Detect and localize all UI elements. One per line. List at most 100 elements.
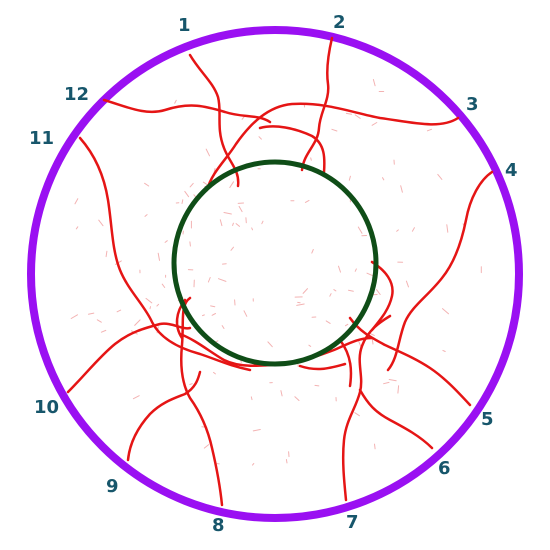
- speckle: [235, 223, 240, 227]
- speckle: [161, 283, 166, 288]
- marker-label-1: 1: [178, 15, 191, 36]
- speckle: [189, 241, 191, 247]
- marker-label-11: 11: [29, 128, 54, 149]
- speckle: [213, 371, 216, 375]
- speckle: [311, 249, 314, 254]
- speckle: [184, 190, 190, 198]
- speckle: [205, 148, 210, 157]
- speckle: [70, 314, 78, 319]
- marker-label-2: 2: [333, 12, 346, 33]
- speckle: [374, 443, 376, 450]
- speckle: [193, 194, 196, 198]
- speckle: [371, 339, 374, 345]
- speckle: [149, 306, 151, 310]
- speckle: [207, 277, 211, 283]
- speckle: [261, 220, 264, 225]
- speckle: [202, 314, 205, 317]
- speckle: [100, 329, 107, 333]
- speckle: [215, 340, 219, 343]
- speckle: [442, 308, 449, 315]
- speckle: [230, 246, 234, 251]
- speckle: [383, 381, 390, 385]
- speckle: [382, 177, 385, 181]
- speckle: [400, 185, 403, 193]
- speckle: [426, 128, 432, 132]
- speckle: [250, 396, 253, 401]
- vessel-arc-upper: [258, 125, 326, 174]
- speckle: [411, 227, 415, 232]
- vessel-from-9: [126, 370, 202, 462]
- speckle: [134, 319, 141, 326]
- vessel-from-1: [188, 53, 240, 188]
- speckle: [132, 395, 140, 400]
- speckle: [348, 289, 354, 292]
- speckle: [98, 219, 104, 227]
- speckle: [145, 297, 153, 304]
- vessel-from-5: [348, 316, 472, 407]
- speckle: [203, 444, 210, 449]
- speckle: [325, 320, 331, 324]
- speckle: [446, 224, 449, 233]
- speckle: [302, 288, 308, 294]
- speckle: [189, 182, 194, 188]
- speckle: [156, 303, 160, 307]
- outer-ring: [27, 26, 523, 522]
- faint-speckles: [70, 79, 482, 466]
- speckle: [267, 341, 273, 348]
- speckle: [243, 310, 248, 317]
- speckle: [354, 114, 361, 119]
- speckle: [314, 384, 320, 387]
- speckle: [397, 385, 400, 394]
- speckle: [241, 116, 245, 120]
- vessel-from-10: [66, 322, 192, 394]
- speckle: [218, 278, 227, 282]
- speckle: [105, 250, 108, 258]
- speckle: [304, 199, 310, 203]
- speckle: [157, 252, 160, 261]
- speckle: [210, 305, 216, 308]
- speckle: [189, 383, 193, 385]
- speckle: [258, 136, 262, 140]
- vessel-from-6: [358, 388, 434, 450]
- speckle: [345, 112, 352, 115]
- speckle: [252, 463, 255, 466]
- speckle: [238, 205, 243, 213]
- marker-label-4: 4: [505, 160, 518, 181]
- speckle: [405, 280, 409, 288]
- speckle: [388, 379, 397, 382]
- marker-label-5: 5: [481, 409, 494, 430]
- speckle: [372, 79, 376, 87]
- speckle: [252, 429, 261, 432]
- vessel-right-hook: [370, 260, 394, 332]
- speckle: [211, 313, 216, 316]
- speckle: [96, 319, 102, 323]
- speckle: [219, 219, 223, 227]
- speckle: [229, 181, 234, 188]
- speckle: [294, 396, 300, 401]
- speckle: [116, 309, 122, 313]
- vessel-from-8: [180, 296, 224, 507]
- speckle: [174, 99, 177, 104]
- marker-label-12: 12: [64, 84, 89, 105]
- speckle: [354, 412, 360, 417]
- speckle: [221, 325, 225, 329]
- speckle: [338, 265, 341, 273]
- speckle: [310, 157, 312, 161]
- speckle: [181, 199, 184, 204]
- speckle: [442, 349, 446, 352]
- speckle: [376, 289, 381, 295]
- speckle: [296, 303, 305, 306]
- speckle: [437, 173, 443, 180]
- speckle: [223, 212, 232, 215]
- speckle: [371, 122, 378, 126]
- vessel-network: [66, 36, 494, 507]
- vessel-from-11: [78, 136, 252, 372]
- vessel-ring-crossing: [338, 338, 353, 388]
- speckle: [144, 214, 148, 217]
- speckle: [333, 289, 337, 292]
- speckle: [280, 390, 283, 397]
- vessel-lower-stub: [298, 362, 347, 371]
- speckle: [348, 175, 351, 181]
